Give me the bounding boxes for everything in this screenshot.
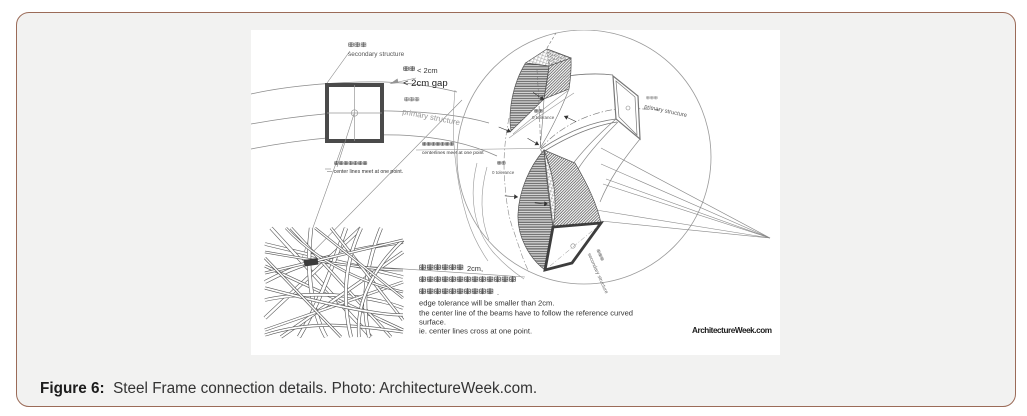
- svg-text:secondary structure: secondary structure: [586, 252, 609, 295]
- svg-text:.: .: [497, 288, 499, 297]
- svg-text:2cm,: 2cm,: [467, 264, 483, 273]
- svg-text:0 tolerance: 0 tolerance: [532, 115, 555, 120]
- svg-text:centerlines meet at one point: centerlines meet at one point: [422, 150, 484, 156]
- svg-text:surface.: surface.: [419, 318, 446, 327]
- svg-text:< 2cm gap: < 2cm gap: [403, 78, 448, 89]
- svg-text:< 2cm: < 2cm: [417, 66, 438, 75]
- svg-text:secondary structure: secondary structure: [348, 51, 405, 58]
- svg-text:— center lines meet at one poi: — center lines meet at one point.: [327, 169, 403, 175]
- svg-text:primary structure: primary structure: [644, 104, 688, 119]
- svg-text:0 tolerance: 0 tolerance: [492, 170, 515, 175]
- svg-text:edge tolerance will be smaller: edge tolerance will be smaller than 2cm.: [419, 299, 555, 308]
- svg-text:ie. center lines cross at one: ie. center lines cross at one point.: [419, 327, 532, 336]
- svg-text:the center line of the beams h: the center line of the beams have to fol…: [419, 309, 633, 318]
- svg-text:ArchitectureWeek.com: ArchitectureWeek.com: [692, 326, 772, 335]
